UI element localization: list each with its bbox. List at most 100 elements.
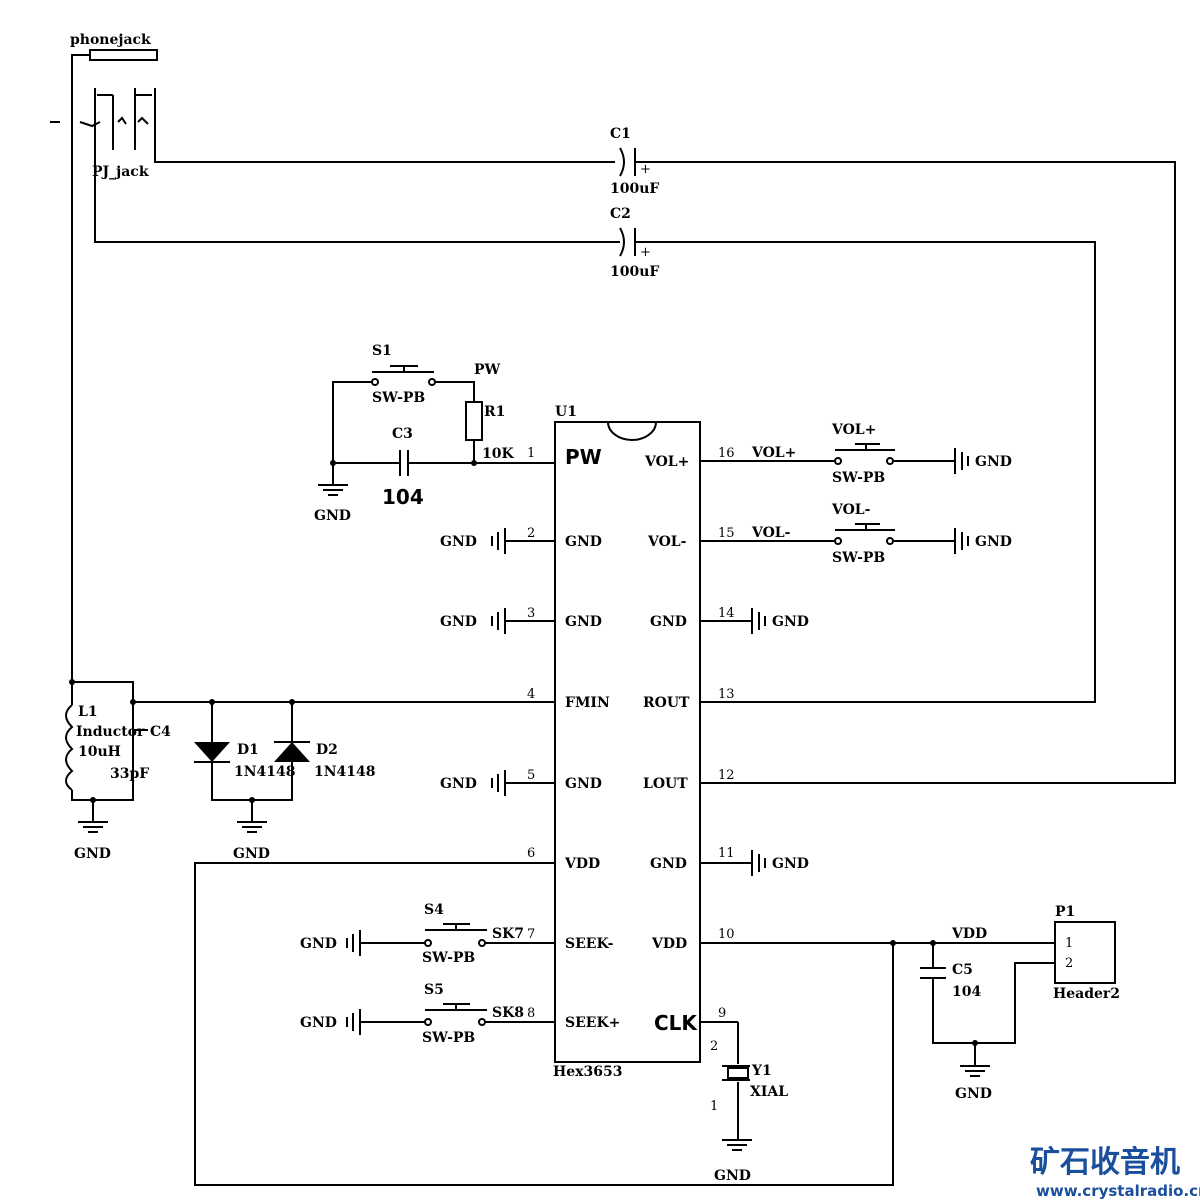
- gnd-label: GND: [233, 846, 270, 862]
- u1-left_pins-5-num-label: 6: [527, 846, 535, 861]
- l1-ref-label: L1: [78, 704, 98, 720]
- gnd-label: GND: [975, 534, 1012, 550]
- u1-left_pins-4-name-label: GND: [565, 776, 602, 792]
- y1-pin2-label: 2: [710, 1039, 718, 1054]
- gnd-label: GND: [772, 856, 809, 872]
- u1-left_pins-2-name-label: GND: [565, 614, 602, 630]
- ic-u1: U1 Hex3653 1 PW 2 GND 3 GND 4 FMIN 5 GND…: [505, 404, 1055, 1080]
- c5-ref-label: C5: [952, 962, 973, 978]
- c4-value-label: 33pF: [110, 766, 149, 782]
- vdd-wire: [194, 862, 894, 1186]
- u1-right_pins-6-num-label: 10: [718, 927, 735, 942]
- gnd-pins-right: GND GND: [751, 608, 809, 876]
- d1-ref-label: D1: [237, 742, 259, 758]
- u1-right_pins-5-num-label: 11: [718, 846, 735, 861]
- u1-left_pins-0-num-label: 1: [527, 446, 535, 461]
- gnd-label: GND: [74, 846, 111, 862]
- u1-right_pins-2-name-label: GND: [650, 614, 687, 630]
- u1-right_pins-1-name-label: VOL-: [647, 534, 687, 550]
- u1-ref-label: U1: [555, 404, 577, 420]
- d2-part-label: 1N4148: [314, 764, 376, 780]
- u1-left_pins-7-name-label: SEEK+: [565, 1015, 620, 1031]
- u1-left_pins-5-name-label: VDD: [564, 856, 600, 872]
- capacitor-c5: C5 104 GND VDD: [890, 926, 1055, 1102]
- y1-part-label: XIAL: [750, 1084, 788, 1100]
- c4-ref-label: C4: [150, 724, 171, 740]
- crystalradio-logo: 矿石收音机 www.crystalradio.cn: [1030, 1145, 1200, 1200]
- capacitor-c1: C1 + 100uF: [610, 126, 1176, 784]
- c3-ref-label: C3: [392, 426, 413, 442]
- gnd-label: GND: [714, 1168, 751, 1184]
- u1-right_pins-5-name-label: GND: [650, 856, 687, 872]
- u1-right_pins-0-num-label: 16: [718, 446, 735, 461]
- c2-value-label: 100uF: [610, 264, 659, 280]
- r1-value-label: 10K: [482, 446, 514, 462]
- u1-left_pins-6-num-label: 7: [527, 927, 535, 942]
- vol_minus-type-label: SW-PB: [832, 550, 885, 566]
- vol_plus-type-label: SW-PB: [832, 470, 885, 486]
- gnd-pins-left: GND GND GND: [440, 528, 506, 796]
- u1-left_pins-1-name-label: GND: [565, 534, 602, 550]
- s1-ref-label: S1: [372, 343, 392, 359]
- left-pins: 1 PW 2 GND 3 GND 4 FMIN 5 GND 6 VDD 7 SE…: [505, 445, 620, 1031]
- u1-left_pins-1-num-label: 2: [527, 526, 535, 541]
- u1-left_pins-7-num-label: 8: [527, 1006, 535, 1021]
- logo-url-label: www.crystalradio.cn: [1036, 1182, 1200, 1200]
- s1-net-label: PW: [474, 362, 501, 378]
- u1-part-label: Hex3653: [553, 1064, 622, 1080]
- d1-part-label: 1N4148: [234, 764, 296, 780]
- u1-right_pins-2-num-label: 14: [718, 606, 735, 621]
- phonejack-label: phonejack: [70, 32, 151, 48]
- switch-s4: S4 SW-PB SK7 GND: [300, 902, 555, 966]
- switch-s5: S5 SW-PB SK8 GND: [300, 982, 555, 1046]
- diodes: D1 1N4148 D2 1N4148 GND: [194, 699, 376, 862]
- l1-value-label: 10uH: [78, 744, 121, 760]
- u1-right_pins-3-num-label: 13: [718, 687, 735, 702]
- switch-vol-minus: VOL- VOL- SW-PB GND: [751, 502, 1012, 566]
- u1-right_pins-1-num-label: 15: [718, 526, 735, 541]
- y1-pin1-label: 1: [710, 1099, 718, 1114]
- phonejack: phonejack PJ_jack: [50, 32, 620, 682]
- u1-right_pins-7-name-label: CLK: [654, 1011, 698, 1035]
- antenna-tank: L1 Inductor 10uH C4 33pF GND: [65, 679, 505, 862]
- u1-right_pins-4-num-label: 12: [718, 768, 735, 783]
- p1-net-label: VDD: [951, 926, 987, 942]
- c2-ref-label: C2: [610, 206, 631, 222]
- gnd-label: GND: [300, 936, 337, 952]
- s4-type-label: SW-PB: [422, 950, 475, 966]
- l1-part-label: Inductor: [76, 724, 145, 740]
- gnd-label: GND: [440, 614, 477, 630]
- p1-part-label: Header2: [1053, 986, 1120, 1002]
- gnd-label: GND: [440, 534, 477, 550]
- gnd-label: GND: [955, 1086, 992, 1102]
- header-p1: P1 1 2 Header2: [1053, 904, 1120, 1002]
- u1-left_pins-2-num-label: 3: [527, 606, 535, 621]
- gnd-label: GND: [975, 454, 1012, 470]
- c1-value-label: 100uF: [610, 181, 659, 197]
- u1-right_pins-0-name-label: VOL+: [644, 454, 689, 470]
- y1-ref-label: Y1: [751, 1063, 772, 1079]
- u1-right_pins-4-name-label: LOUT: [643, 776, 688, 792]
- s4-net-label: SK7: [492, 926, 524, 942]
- gnd-label: GND: [772, 614, 809, 630]
- vol_plus-ref-label: VOL+: [831, 422, 876, 438]
- u1-left_pins-4-num-label: 5: [527, 768, 535, 783]
- u1-right_pins-6-name-label: VDD: [651, 936, 687, 952]
- u1-left_pins-0-name-label: PW: [565, 445, 602, 469]
- switch-vol-plus: VOL+ VOL+ SW-PB GND: [751, 422, 1012, 486]
- u1-left_pins-6-name-label: SEEK-: [565, 936, 614, 952]
- capacitor-c2: C2 + 100uF: [610, 206, 1096, 703]
- u1-right_pins-7-num-label: 9: [718, 1006, 726, 1021]
- c1-ref-label: C1: [610, 126, 631, 142]
- s1-type-label: SW-PB: [372, 390, 425, 406]
- u1-left_pins-3-name-label: FMIN: [565, 695, 610, 711]
- p1-pin1-label: 1: [1065, 936, 1073, 951]
- d2-ref-label: D2: [316, 742, 338, 758]
- pj-jack-label: PJ_jack: [92, 164, 149, 180]
- s5-net-label: SK8: [492, 1005, 524, 1021]
- c2-polarity-label: +: [640, 245, 651, 260]
- switch-s1: S1 SW-PB PW R1 10K C3 104 GND: [314, 343, 555, 524]
- vol_minus-net-label: VOL-: [751, 525, 791, 541]
- u1-left_pins-3-num-label: 4: [527, 687, 535, 702]
